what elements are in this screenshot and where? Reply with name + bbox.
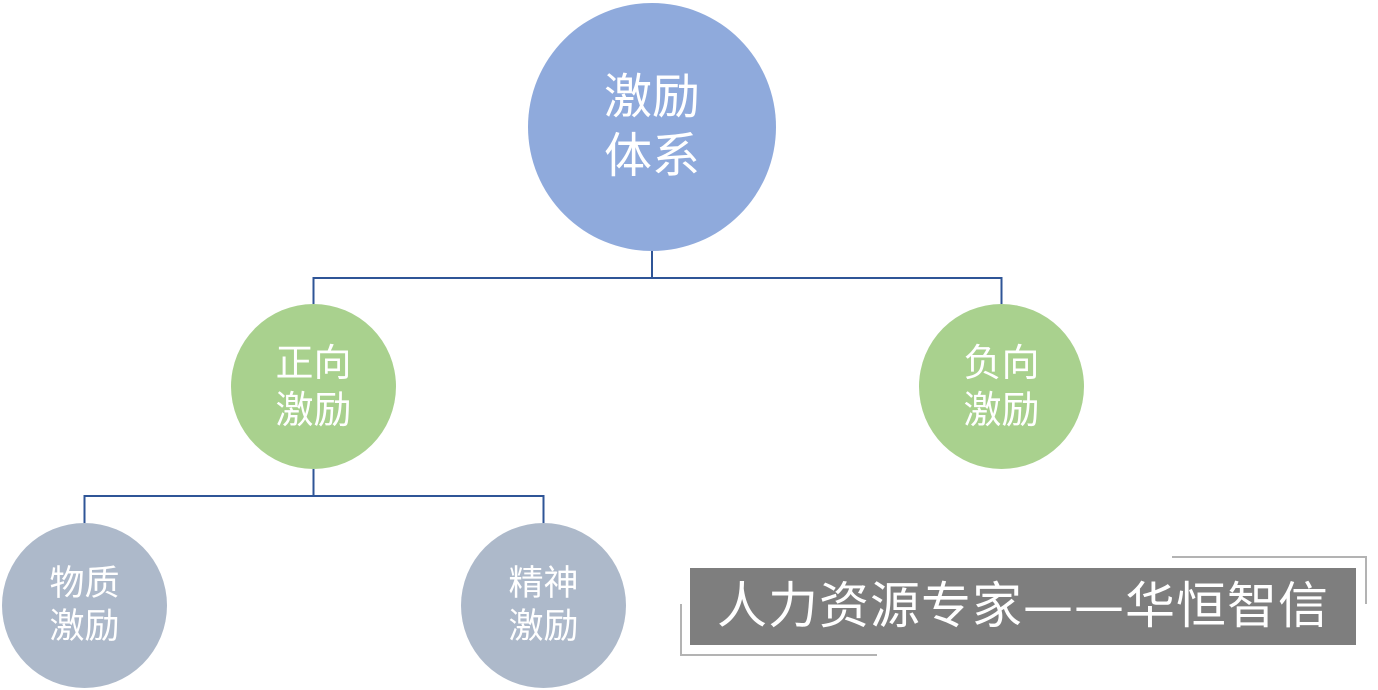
edge-positive-spiritual <box>312 469 545 523</box>
watermark-frame-bottom <box>680 604 877 656</box>
watermark-text: 人力资源专家——华恒智信 <box>690 568 1356 645</box>
node-incentive-system-line-1: 激励 <box>603 69 700 126</box>
node-positive-incentive-line-1: 正向 <box>275 341 352 386</box>
node-negative-incentive-line-1: 负向 <box>963 341 1040 386</box>
node-negative-incentive: 负向 激励 <box>919 304 1084 469</box>
node-spiritual-incentive-line-2: 激励 <box>508 606 579 647</box>
edge-positive-material <box>83 469 315 523</box>
node-material-incentive: 物质 激励 <box>2 523 167 688</box>
node-incentive-system: 激励 体系 <box>528 3 776 251</box>
node-spiritual-incentive-line-1: 精神 <box>508 563 579 604</box>
node-positive-incentive-line-2: 激励 <box>275 387 352 432</box>
node-positive-incentive: 正向 激励 <box>231 304 396 469</box>
watermark-banner: 人力资源专家——华恒智信 <box>680 556 1370 660</box>
node-material-incentive-line-1: 物质 <box>49 563 120 604</box>
node-material-incentive-line-2: 激励 <box>49 606 120 647</box>
watermark-frame-top <box>1172 556 1367 604</box>
edge-root-positive <box>312 251 653 304</box>
node-incentive-system-line-2: 体系 <box>603 128 700 184</box>
node-negative-incentive-line-2: 激励 <box>963 387 1040 432</box>
edge-root-negative <box>651 251 1003 304</box>
node-spiritual-incentive: 精神 激励 <box>461 523 626 688</box>
